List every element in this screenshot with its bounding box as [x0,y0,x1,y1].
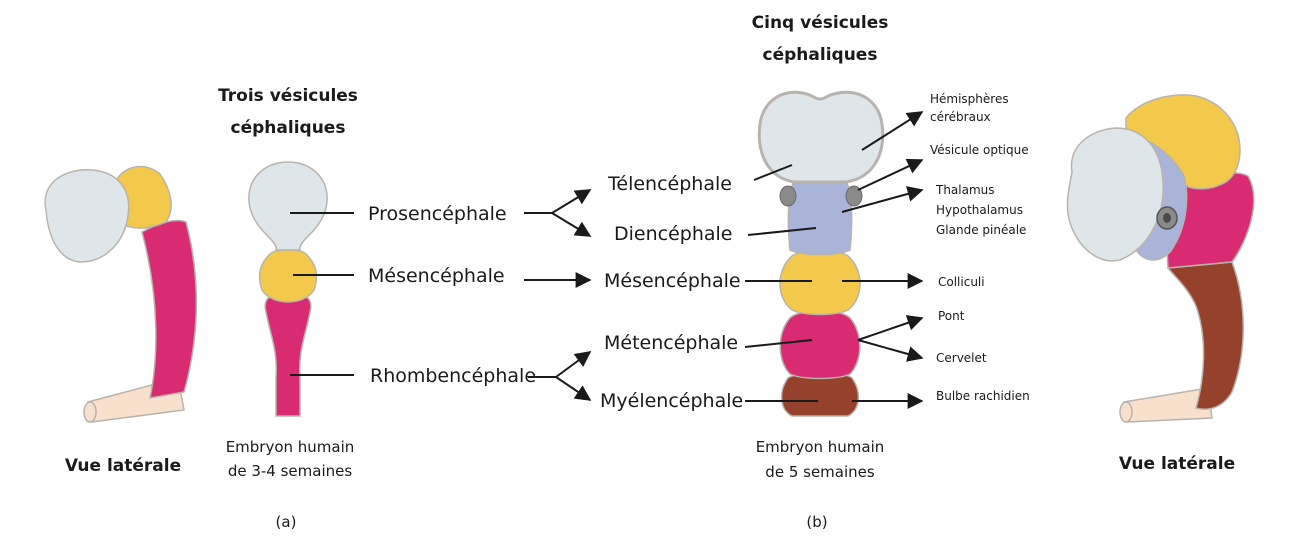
panel-a-prosencephale: Prosencéphale [368,203,507,225]
label-thalamus: Thalamus [935,183,995,197]
panel-a-neural-tube [248,161,328,417]
panel-b-structure-arrows [841,111,924,409]
right-telencephalon [1066,127,1164,262]
panel-b-metencephalon [779,309,861,380]
label-hemispheres-line2: cérébraux [930,110,991,124]
panel-b-optic-vesicle-left [779,185,797,207]
label-hypothalamus: Hypothalamus [936,203,1023,217]
left-rhombencephalon [141,219,198,399]
panel-b-diencephalon [787,179,853,256]
panel-b-diencephale: Diencéphale [614,223,733,245]
connector-arrows [524,189,592,401]
panel-a-caption-line2: de 3-4 semaines [228,462,353,480]
panel-b-myelencephale: Myélencéphale [600,390,743,412]
right-lateral-embryo [1066,94,1255,423]
panel-b-optic-vesicle-right [845,185,863,207]
left-prosencephalon [44,169,130,263]
panel-a-caption-line1: Embryon humain [226,438,355,456]
panel-b-title-line1: Cinq vésicules [752,13,889,33]
panel-a-rhombencephalon [264,291,312,417]
label-pont: Pont [938,309,965,323]
label-glande-pineale: Glande pinéale [936,223,1026,237]
panel-b-letter: (b) [806,513,827,531]
right-side-view-label: Vue latérale [1119,454,1235,474]
left-lateral-embryo [44,165,198,423]
panel-b-neural-tube [757,90,885,417]
label-cervelet: Cervelet [936,351,987,365]
panel-b-caption-line1: Embryon humain [756,438,885,456]
panel-b-stage-pointers [744,164,818,402]
label-hemispheres-line1: Hémisphères [930,92,1009,106]
panel-b-mesencephalon [779,249,861,316]
panel-a-title-line1: Trois vésicules [218,86,358,106]
panel-b-mesencephale: Mésencéphale [604,270,741,292]
panel-a-title-line2: céphaliques [231,118,346,138]
panel-a-prosencephalon [248,161,328,251]
label-bulbe-rachidien: Bulbe rachidien [936,389,1030,403]
panel-a-mesencephale: Mésencéphale [368,265,505,287]
right-myelencephalon [1166,261,1244,410]
panel-a-rhombencephale: Rhombencéphale [370,365,536,387]
label-vesicule-optique: Vésicule optique [930,143,1029,157]
panel-b-metencephale: Métencéphale [604,332,738,354]
label-colliculi: Colliculi [938,275,985,289]
panel-a-letter: (a) [276,513,297,531]
panel-b-caption-line2: de 5 semaines [765,463,875,481]
panel-b-telencephalon [757,90,885,184]
panel-b-telencephale: Télencéphale [607,173,732,195]
left-side-view-label: Vue latérale [65,456,181,476]
panel-b-title-line2: céphaliques [763,45,878,65]
